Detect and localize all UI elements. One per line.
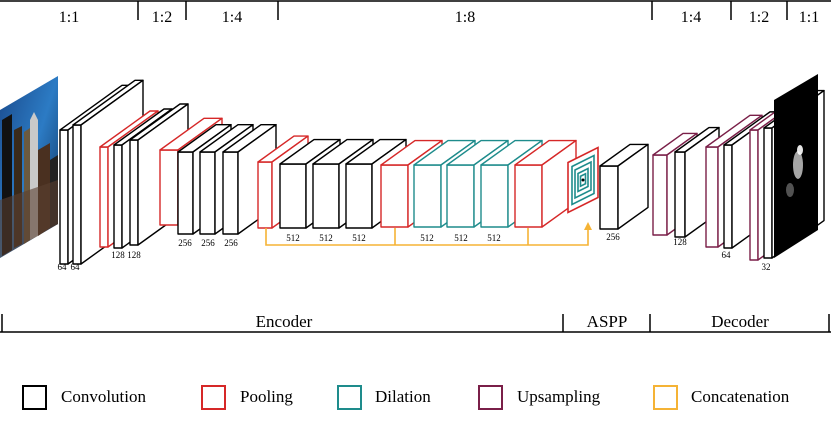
channel-label: 64 — [71, 262, 81, 272]
legend-label-pooling: Pooling — [240, 387, 293, 406]
channel-label: 512 — [286, 233, 300, 243]
channel-label: 256 — [201, 238, 215, 248]
output-image — [774, 74, 818, 258]
scale-bar — [0, 0, 831, 20]
legend-swatch-convolution — [22, 385, 47, 410]
section-label-aspp: ASPP — [587, 312, 628, 331]
channel-label: 256 — [178, 238, 192, 248]
channel-label: 128 — [673, 237, 687, 247]
channel-label: 256 — [224, 238, 238, 248]
channel-label: 64 — [58, 262, 68, 272]
legend-swatch-concatenation — [653, 385, 678, 410]
section-label-decoder: Decoder — [711, 312, 769, 331]
section-label-encoder: Encoder — [256, 312, 313, 331]
scale-label-1-8: 1:8 — [455, 9, 475, 26]
scale-label-1-2-left: 1:2 — [152, 9, 172, 26]
channel-label: 512 — [319, 233, 333, 243]
feature-blocks — [59, 79, 825, 265]
channel-label: 128 — [127, 250, 141, 260]
input-image — [0, 76, 58, 258]
channel-label: 512 — [454, 233, 468, 243]
scale-label-1-2-right: 1:2 — [749, 9, 769, 26]
channel-label: 256 — [606, 232, 620, 242]
section-bar — [0, 314, 831, 333]
aspp-center-dot — [581, 178, 585, 182]
channel-label: 64 — [722, 250, 732, 260]
channel-label: 512 — [420, 233, 434, 243]
scale-label-1-1-right: 1:1 — [799, 9, 819, 26]
legend-label-concatenation: Concatenation — [691, 387, 790, 406]
legend-swatch-pooling — [201, 385, 226, 410]
channel-label: 32 — [762, 262, 771, 272]
scale-label-1-4-right: 1:4 — [681, 9, 701, 26]
legend-swatch-dilation — [337, 385, 362, 410]
legend-swatch-upsampling — [478, 385, 503, 410]
channel-labels: 64 64 128 128 256 256 256 512 512 512 51… — [58, 232, 771, 272]
concatenation-connections — [265, 228, 589, 246]
channel-label: 128 — [111, 250, 125, 260]
scale-label-1-4-left: 1:4 — [222, 9, 242, 26]
concatenation-arrowhead — [584, 222, 592, 230]
legend-label-dilation: Dilation — [375, 387, 431, 406]
legend: Convolution Pooling Dilation Upsampling … — [22, 385, 790, 410]
legend-label-upsampling: Upsampling — [517, 387, 601, 406]
scale-label-1-1-left: 1:1 — [59, 9, 79, 26]
channel-label: 512 — [487, 233, 501, 243]
legend-label-convolution: Convolution — [61, 387, 147, 406]
channel-label: 512 — [352, 233, 366, 243]
convolution-layer — [599, 143, 649, 230]
